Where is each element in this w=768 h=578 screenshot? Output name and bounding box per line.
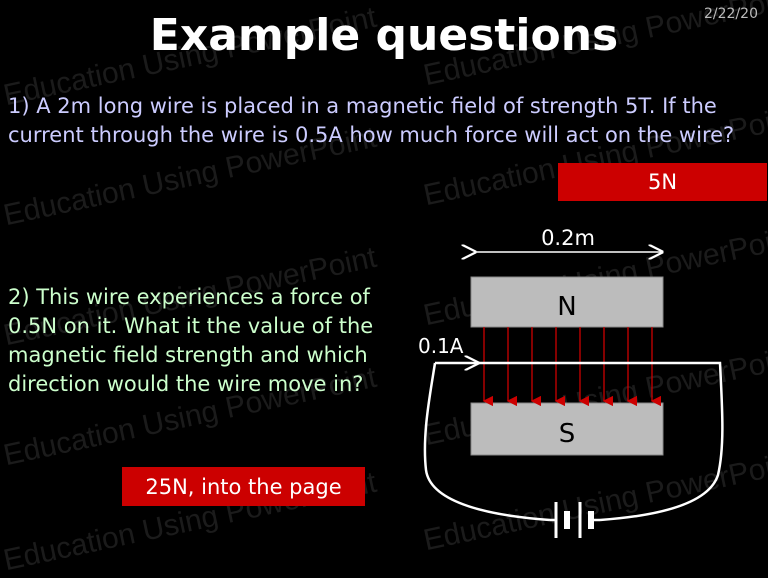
wire bbox=[423, 361, 724, 522]
south-magnet bbox=[470, 402, 664, 456]
width-label: 0.2m bbox=[541, 226, 595, 250]
answer-2-box[interactable]: 25N, into the page bbox=[122, 467, 365, 506]
battery-icon bbox=[550, 502, 600, 538]
slide-date: 2/22/20 bbox=[704, 6, 758, 22]
answer-2-label: 25N, into the page bbox=[145, 474, 342, 499]
current-label: 0.1A bbox=[418, 334, 464, 358]
south-label: S bbox=[559, 419, 576, 449]
question-2-text: 2) This wire experiences a force of 0.5N… bbox=[8, 285, 374, 396]
north-magnet bbox=[470, 276, 664, 328]
slide-title: Example questions bbox=[149, 10, 619, 61]
magnetic-field-diagram: 0.2m N S 0.1A bbox=[418, 226, 724, 538]
question-1-text: 1) A 2m long wire is placed in a magneti… bbox=[8, 94, 735, 147]
answer-1-label: 5N bbox=[647, 170, 678, 194]
north-label: N bbox=[557, 292, 576, 322]
answer-1-box[interactable]: 5N bbox=[558, 163, 767, 201]
